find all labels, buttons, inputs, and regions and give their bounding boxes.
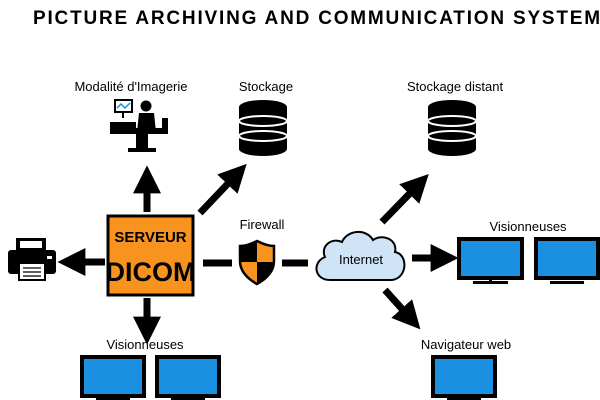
viewers-bottom: Visionneuses <box>80 337 221 400</box>
viewers-right-label: Visionneuses <box>489 219 567 234</box>
modality-label: Modalité d'Imagerie <box>74 79 187 94</box>
monitor-icon <box>431 355 497 400</box>
viewers-right: Visionneuses <box>457 219 600 284</box>
local-storage: Stockage <box>238 79 293 156</box>
database-icon <box>238 100 288 156</box>
server-label-line2: DICOM <box>106 257 196 287</box>
server-label-line1: SERVEUR <box>114 229 186 246</box>
web-browser-label: Navigateur web <box>421 337 511 352</box>
monitor-icon <box>534 237 600 284</box>
viewers-bottom-label: Visionneuses <box>106 337 184 352</box>
firewall-label: Firewall <box>240 217 285 232</box>
printer-icon <box>8 238 56 281</box>
web-browser: Navigateur web <box>421 337 511 400</box>
arrow-to-remote-storage <box>379 173 429 225</box>
monitor-icon <box>155 355 221 400</box>
diagram-title: PICTURE ARCHIVING AND COMMUNICATION SYST… <box>33 8 600 29</box>
remote-storage: Stockage distant <box>407 79 504 156</box>
imaging-modality: Modalité d'Imagerie <box>74 79 188 152</box>
server-box <box>106 214 195 297</box>
firewall: Firewall <box>238 217 285 286</box>
cloud-icon <box>315 231 406 281</box>
monitor-icon <box>457 237 524 284</box>
connectors <box>57 163 459 345</box>
database-icon <box>427 100 477 156</box>
internet-label: Internet <box>339 252 383 267</box>
storage-label: Stockage <box>239 79 293 94</box>
internet-cloud: Internet <box>315 231 406 281</box>
dicom-server: SERVEUR DICOM <box>106 214 196 297</box>
modality-icon <box>110 99 168 152</box>
remote-storage-label: Stockage distant <box>407 79 504 94</box>
arrow-to-storage <box>197 163 247 216</box>
monitor-icon <box>80 355 146 400</box>
arrow-to-web-browser <box>382 287 421 330</box>
shield-icon <box>238 239 276 286</box>
